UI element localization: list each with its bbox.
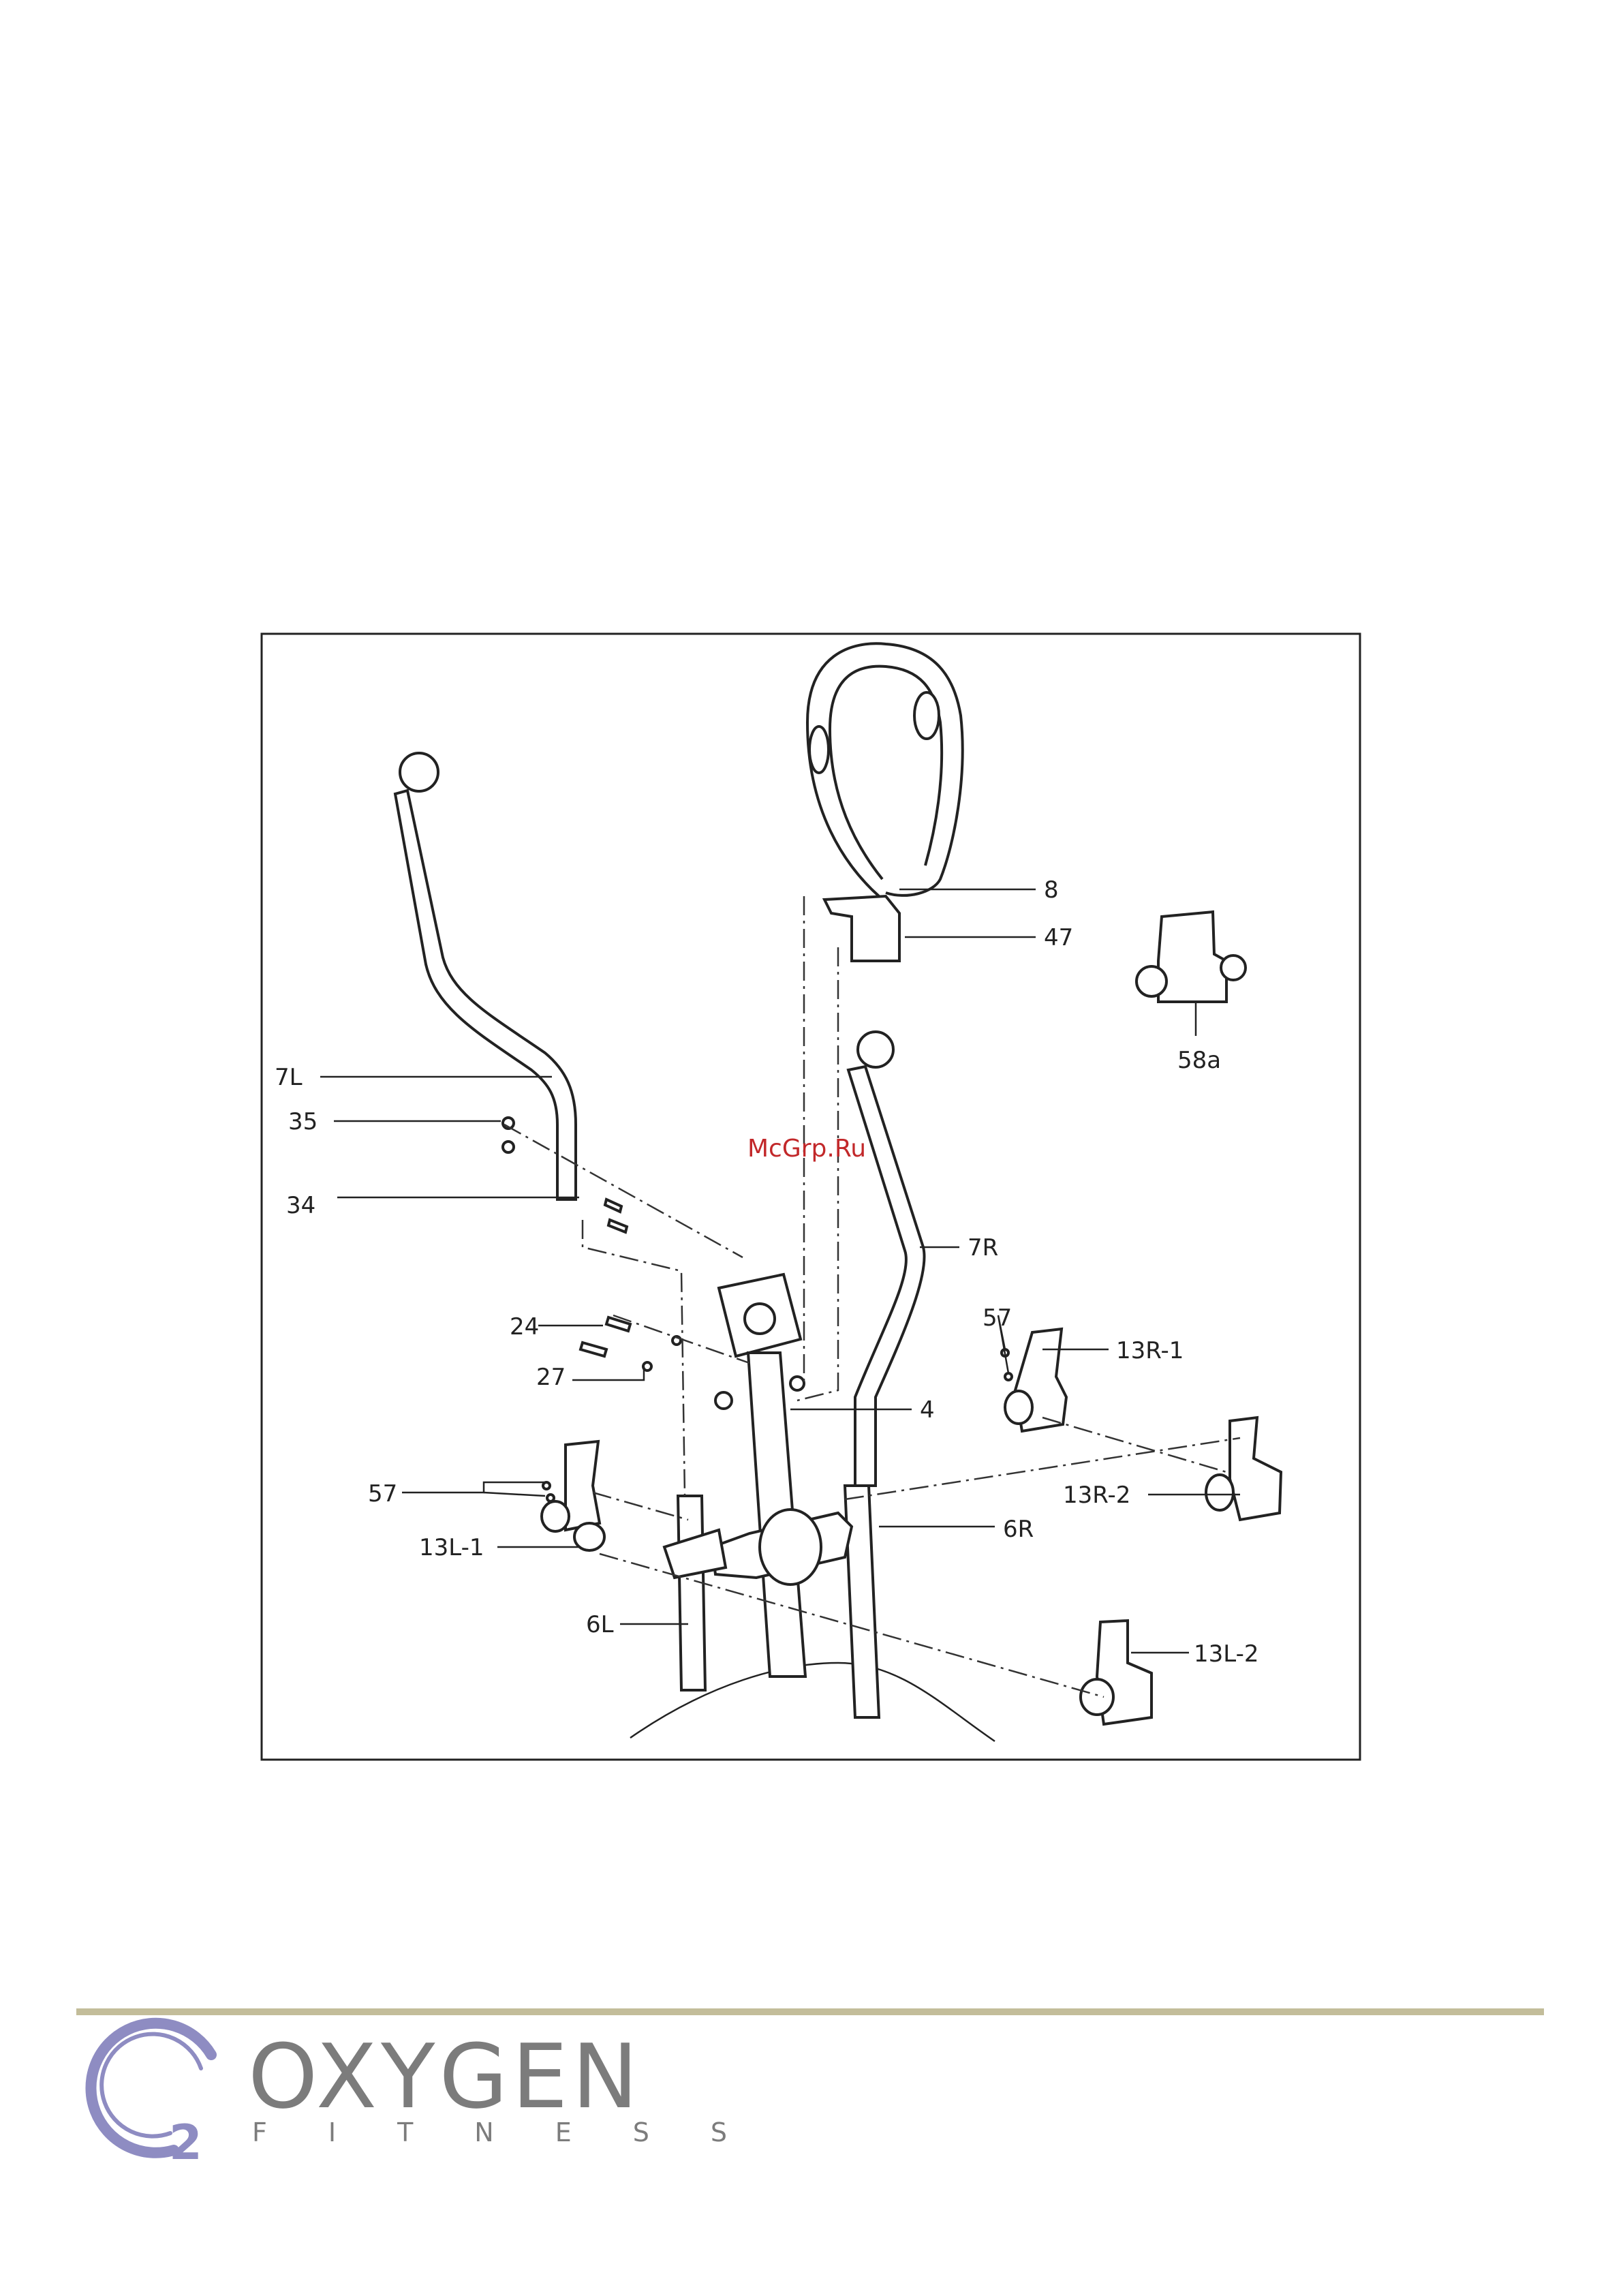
label-58a: 58a — [1177, 1047, 1221, 1074]
part-58a — [1137, 912, 1246, 1002]
label-13R-2: 13R-2 — [1063, 1482, 1130, 1509]
label-7L: 7L — [275, 1064, 303, 1091]
label-57-right: 57 — [983, 1304, 1012, 1332]
label-35: 35 — [288, 1108, 318, 1135]
oxygen-logo-mark: 2 — [91, 2023, 211, 2171]
label-6L: 6L — [586, 1611, 614, 1638]
label-57-left: 57 — [368, 1480, 397, 1507]
footer-accent-line — [76, 2008, 1544, 2015]
handlebar-loop — [807, 643, 963, 961]
brand-name: OXYGEN — [248, 2025, 643, 2128]
watermark: McGrp.Ru — [747, 1135, 866, 1163]
label-7R: 7R — [968, 1234, 998, 1261]
brand-subtitle: FITNESS — [252, 2117, 788, 2147]
label-13R-1: 13R-1 — [1116, 1337, 1184, 1364]
label-24: 24 — [510, 1313, 539, 1341]
main-post — [715, 1274, 805, 1677]
clamp-13L-2 — [1081, 1621, 1151, 1724]
logo-subscript: 2 — [169, 2115, 202, 2171]
clamp-13R-1 — [1005, 1329, 1066, 1431]
label-34: 34 — [286, 1192, 315, 1219]
label-8: 8 — [1044, 876, 1059, 904]
label-13L-2: 13L-2 — [1194, 1640, 1259, 1668]
right-swing-arm — [848, 1032, 925, 1486]
label-47: 47 — [1044, 924, 1073, 951]
label-13L-1: 13L-1 — [419, 1534, 484, 1561]
label-27: 27 — [536, 1364, 566, 1391]
label-4: 4 — [920, 1396, 935, 1424]
left-swing-arm — [395, 753, 576, 1199]
label-6R: 6R — [1003, 1516, 1034, 1543]
